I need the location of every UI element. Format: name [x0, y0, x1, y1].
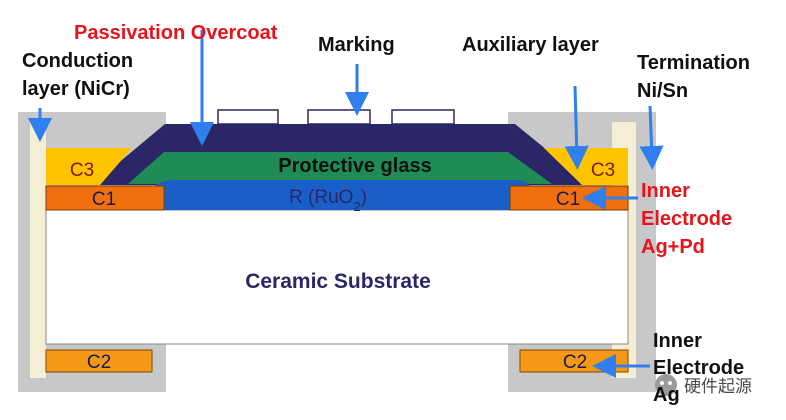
auxiliary-arrow — [564, 85, 589, 170]
inner-electrode-ag-label-line1: Inner — [653, 330, 702, 352]
c3-auxiliary-left — [46, 148, 132, 185]
protective-glass-layer — [128, 152, 552, 184]
inner-electrode-ag-label-line3: Ag — [653, 384, 680, 406]
marking-block-1 — [217, 109, 279, 125]
c1-left-label: C1 — [92, 189, 116, 210]
termination-arrow — [639, 105, 664, 170]
protective-glass-label: Protective glass — [278, 155, 431, 177]
ceramic-substrate — [45, 209, 629, 345]
marking-block-2 — [307, 109, 371, 125]
conduction-layer-label-line2: layer (NiCr) — [22, 78, 130, 100]
c1-electrode-left — [45, 185, 165, 211]
marking-label: Marking — [318, 34, 395, 56]
c2-electrode-left — [45, 349, 153, 373]
inner-electrode-agpd-label-line1: Inner — [641, 180, 690, 202]
conduction-layer-label-line1: Conduction — [22, 50, 134, 72]
auxiliary-layer-label: Auxiliary layer — [462, 34, 599, 56]
c3-left-label: C3 — [70, 160, 94, 181]
inner-electrode-agpd-label-line3: Ag+Pd — [641, 236, 705, 258]
c1-right-label: C1 — [556, 189, 580, 210]
c3-right-label: C3 — [591, 160, 615, 181]
inner-electrode-ag-label-line2: Electrode — [653, 357, 745, 379]
passivation-overcoat-label: Passivation Overcoat — [74, 22, 278, 44]
c2-right-label: C2 — [563, 352, 587, 373]
watermark-text: 硬件起源 — [684, 377, 752, 397]
inner-electrode-agpd-label-line2: Electrode — [641, 208, 733, 230]
marking-block-3 — [391, 109, 455, 125]
wechat-icon — [655, 374, 677, 396]
conduction-layer-left — [30, 122, 46, 378]
ceramic-substrate-label: Ceramic Substrate — [245, 270, 431, 293]
resistor-ruo2-layer — [150, 180, 532, 210]
c2-left-label: C2 — [87, 352, 111, 373]
resistor-label: R (RuO2) — [289, 187, 367, 214]
termination-label-line1: Termination — [637, 52, 750, 74]
termination-label-line2: Ni/Sn — [637, 80, 689, 102]
watermark-badge: 硬件起源 — [655, 374, 752, 397]
